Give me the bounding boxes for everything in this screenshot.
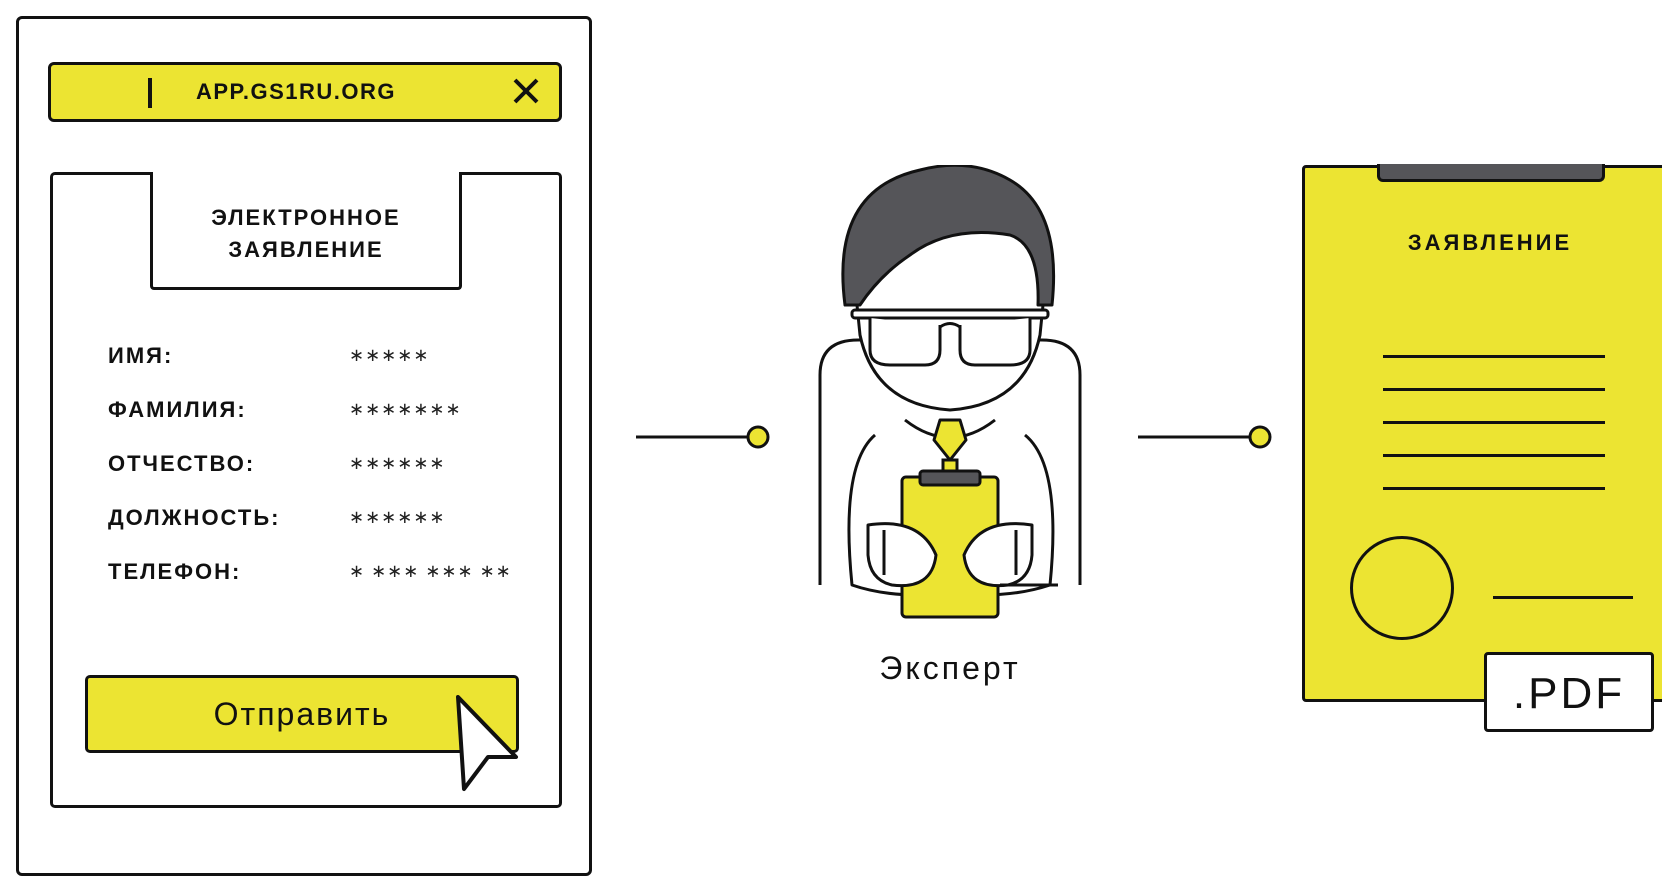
text-cursor-icon [148,78,152,108]
pdf-badge-label: .PDF [1512,669,1626,718]
field-label-phone: ТЕЛЕФОН: [108,559,242,584]
document-text-line [1383,421,1605,424]
document-text-line [1383,454,1605,457]
field-label-patronymic: ОТЧЕСТВО: [108,451,256,476]
url-text: APP.GS1RU.ORG [195,79,397,104]
connector-expert-to-document [1138,425,1272,449]
document-title: ЗАЯВЛЕНИЕ [1407,230,1573,255]
field-label-position: ДОЛЖНОСТЬ: [108,505,281,530]
pdf-badge: .PDF [1484,652,1654,732]
patronymic-field[interactable]: ∗∗∗∗∗∗ [349,453,446,473]
phone-field[interactable]: ∗ ∗∗∗ ∗∗∗ ∗∗ [349,561,512,581]
name-field[interactable]: ∗∗∗∗∗ [349,345,430,365]
address-bar[interactable]: APP.GS1RU.ORG [48,62,562,122]
expert-icon [818,165,1082,619]
expert-label: Эксперт [879,650,1021,686]
submit-button-label: Отправить [213,696,391,732]
form-header: ЭЛЕКТРОННОЕ ЗАЯВЛЕНИЕ [150,172,462,290]
clipboard-clip-icon [1377,164,1605,182]
connector-form-to-expert [636,425,770,449]
field-label-name: ИМЯ: [108,343,174,368]
position-field[interactable]: ∗∗∗∗∗∗ [349,507,446,527]
mouse-pointer-icon [456,695,518,791]
close-icon[interactable] [511,76,541,106]
signature-line [1493,596,1633,599]
field-label-surname: ФАМИЛИЯ: [108,397,247,422]
document-text-line [1383,355,1605,358]
submit-button[interactable]: Отправить [85,675,519,753]
document-text-line [1383,388,1605,391]
document-text-line [1383,487,1605,490]
stamp-circle-icon [1350,536,1454,640]
surname-field[interactable]: ∗∗∗∗∗∗∗ [349,399,462,419]
form-title: ЭЛЕКТРОННОЕ ЗАЯВЛЕНИЕ [211,205,401,262]
application-form: ЭЛЕКТРОННОЕ ЗАЯВЛЕНИЕ ИМЯ: ∗∗∗∗∗ ФАМИЛИЯ… [50,172,562,808]
application-document: ЗАЯВЛЕНИЕ [1302,164,1662,702]
